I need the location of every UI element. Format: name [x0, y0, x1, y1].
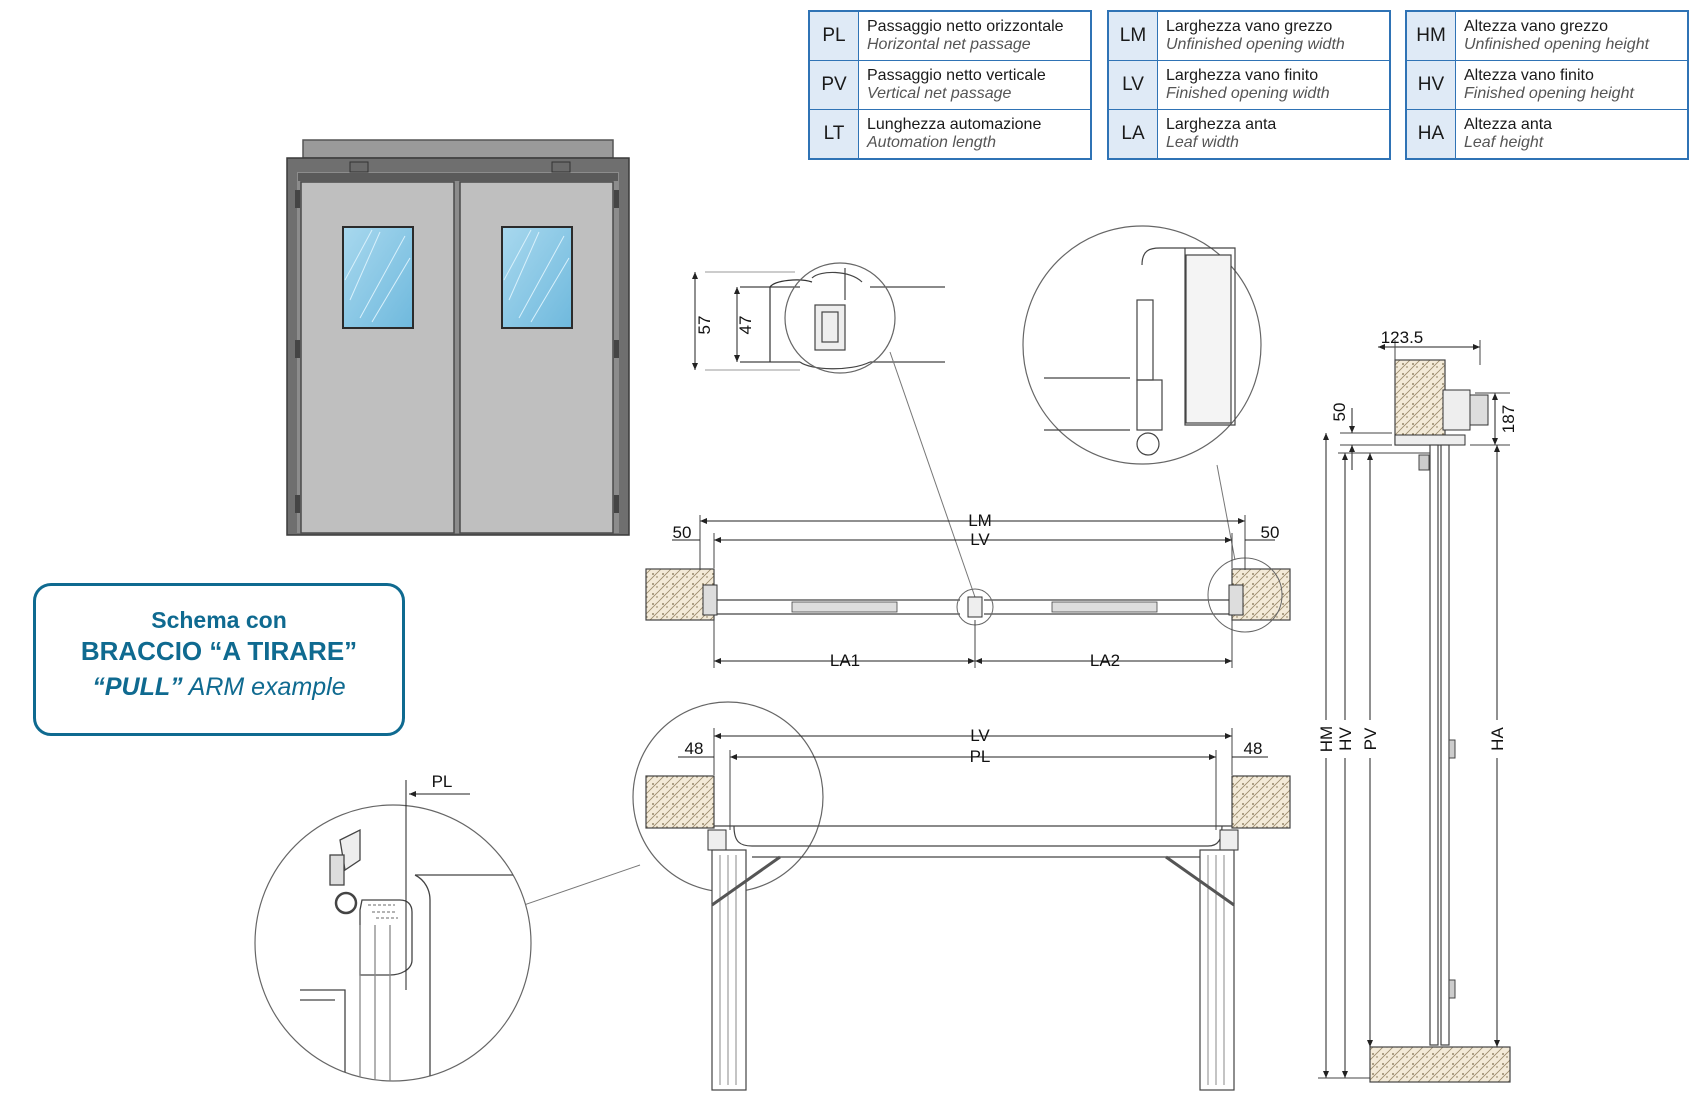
legend-code: HM — [1405, 10, 1456, 61]
dim-la2: LA2 — [1090, 651, 1120, 670]
dim-la1: LA1 — [830, 651, 860, 670]
pull-box-line1: Schema con — [151, 607, 287, 633]
dim-47: 47 — [736, 316, 755, 335]
door-illustration — [286, 139, 630, 536]
dim-48-left: 48 — [685, 739, 704, 758]
dim-50-left: 50 — [673, 523, 692, 542]
legend-code: LT — [808, 109, 859, 160]
legend-code: PL — [808, 10, 859, 61]
dim-123-5: 123.5 — [1381, 328, 1424, 347]
dim-pv: PV — [1361, 727, 1380, 750]
central-gasket-detail — [705, 268, 945, 371]
dim-187: 187 — [1499, 405, 1518, 433]
dim-50-side: 50 — [1330, 403, 1349, 422]
hinge-detail — [1044, 247, 1236, 456]
dim-ha: HA — [1488, 727, 1507, 751]
legend-code: HV — [1405, 60, 1456, 110]
plan-view-top — [645, 557, 1291, 633]
dim-lm: LM — [968, 511, 992, 530]
dim-hm: HM — [1317, 726, 1336, 752]
legend-code: LM — [1107, 10, 1158, 61]
dim-pl-detail: PL — [432, 772, 453, 791]
dim-hv: HV — [1336, 727, 1355, 751]
dim-50-right: 50 — [1261, 523, 1280, 542]
dim-48-right: 48 — [1244, 739, 1263, 758]
dim-lv-top: LV — [970, 530, 990, 549]
pull-box-line2: BRACCIO “A TIRARE” — [80, 636, 358, 666]
dim-lv-bottom: LV — [970, 726, 990, 745]
pl-zoom-detail — [300, 828, 531, 1081]
pull-box-line3: “PULL” ARM example — [92, 673, 346, 701]
pull-arm-label-box: Schema con BRACCIO “A TIRARE” “PULL” ARM… — [33, 583, 405, 736]
legend-code: HA — [1405, 109, 1456, 160]
plan-view-bottom — [645, 775, 1291, 1091]
dim-57: 57 — [695, 316, 714, 335]
legend-code: LV — [1107, 60, 1158, 110]
legend-code: LA — [1107, 109, 1158, 160]
dim-pl-bottom: PL — [970, 747, 991, 766]
detail-circle — [784, 262, 896, 374]
